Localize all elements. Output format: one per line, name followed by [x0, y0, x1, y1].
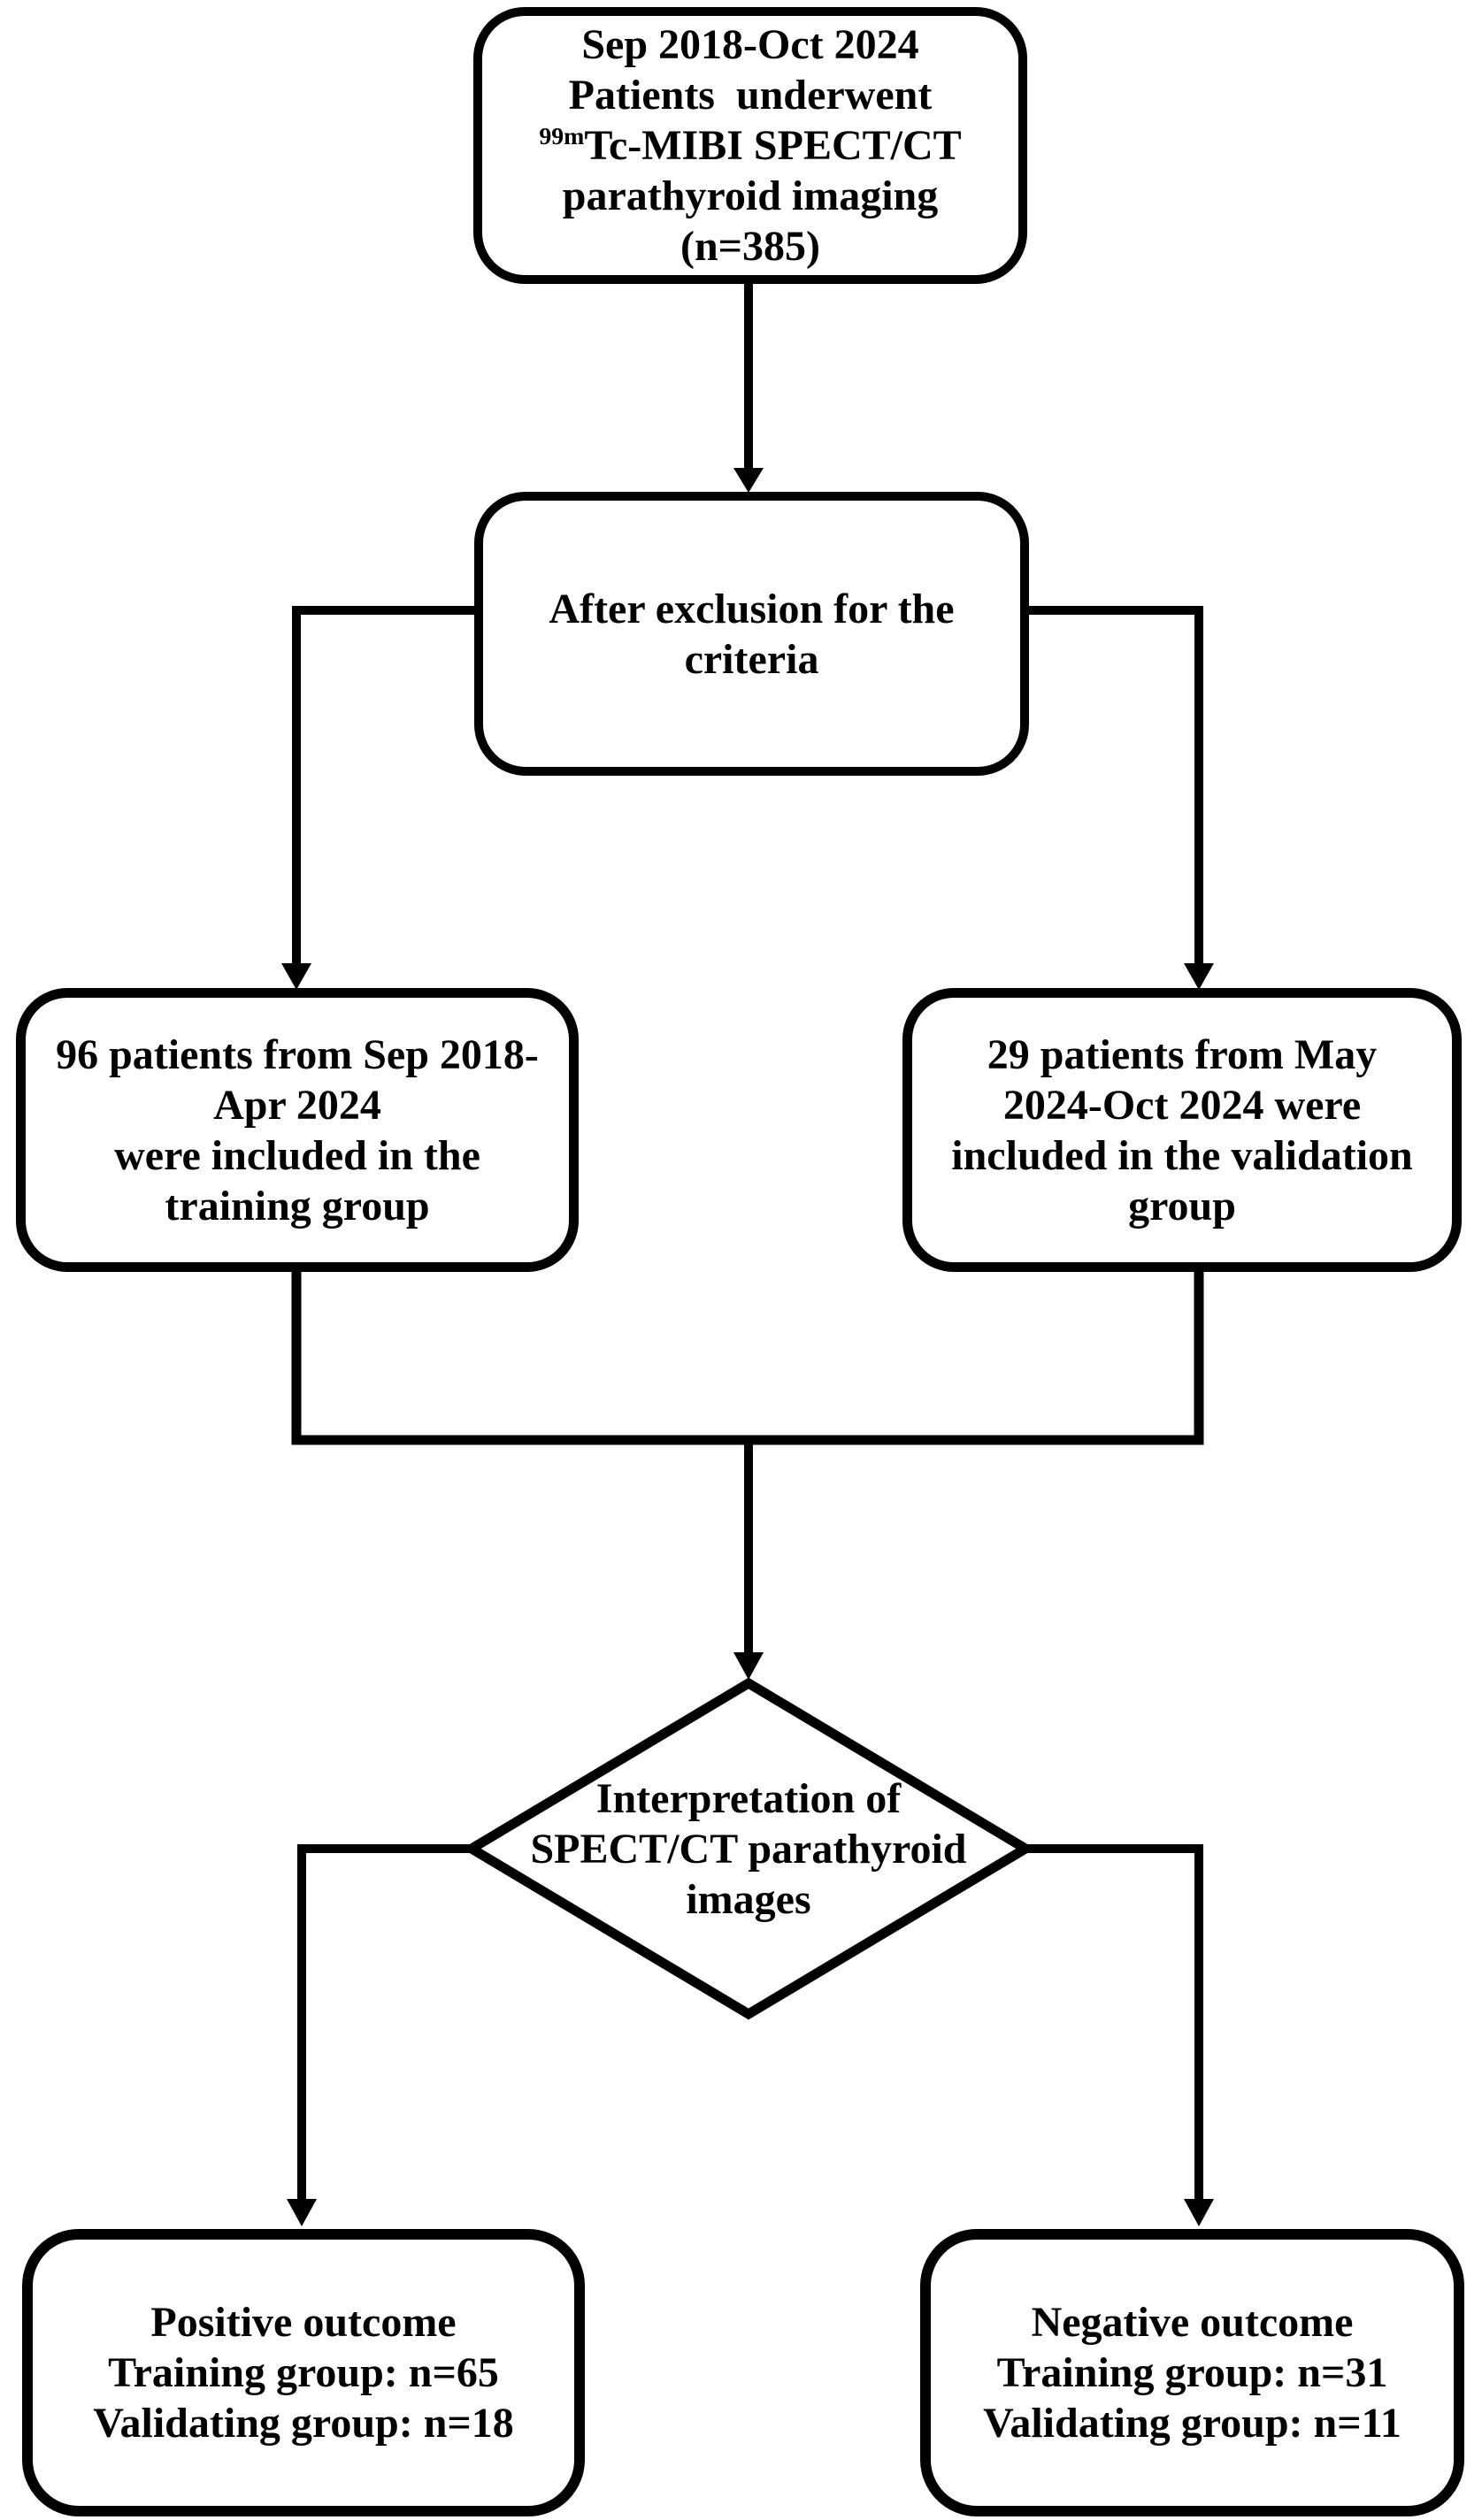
training-line-2: Apr 2024: [213, 1081, 381, 1129]
node-positive-outcome: Positive outcome Training group: n=65 Va…: [22, 2229, 585, 2516]
arrow-decision-to-negative: [1023, 1844, 1203, 2201]
start-line-5: (n=385): [680, 223, 820, 270]
exclusion-line-2: criteria: [684, 635, 819, 683]
validation-line-3: included in the validation: [951, 1131, 1413, 1179]
start-line-3: 99mTc-MIBI SPECT/CT: [539, 120, 961, 171]
arrowhead-decision-to-positive: [287, 2199, 317, 2226]
exclusion-line-1: After exclusion for the: [549, 585, 955, 632]
merge-line-training-validation: [291, 1270, 1204, 1445]
validation-line-4: group: [1128, 1182, 1236, 1229]
training-line-1: 96 patients from Sep 2018-: [56, 1030, 539, 1078]
node-exclusion: After exclusion for the criteria: [474, 492, 1029, 776]
arrow-exclusion-to-training: [292, 606, 478, 965]
validation-line-2: 2024-Oct 2024 were: [1002, 1081, 1362, 1129]
decision-line-2: SPECT/CT parathyroid: [530, 1825, 967, 1873]
isotope-superscript: 99m: [539, 123, 585, 150]
start-line-4: parathyroid imaging: [562, 172, 939, 219]
arrowhead-start-to-exclusion: [733, 468, 764, 493]
start-line-2: Patients underwent: [568, 72, 933, 119]
arrow-decision-to-positive: [297, 1844, 474, 2201]
isotope-rest: Tc-MIBI SPECT/CT: [584, 122, 962, 169]
decision-diamond: [462, 1677, 1035, 2020]
decision-line-1: Interpretation of: [595, 1774, 902, 1822]
arrowhead-decision-to-negative: [1184, 2199, 1214, 2226]
node-validation: 29 patients from May 2024-Oct 2024 were …: [902, 988, 1462, 1272]
training-line-4: training group: [165, 1182, 430, 1229]
training-line-3: were included in the: [114, 1131, 480, 1179]
positive-line-1: Positive outcome: [150, 2299, 457, 2346]
arrow-exclusion-to-validation: [1025, 606, 1203, 965]
positive-line-2: Training group: n=65: [108, 2349, 499, 2396]
node-decision-label: Interpretation of SPECT/CT parathyroid i…: [483, 1771, 1014, 1926]
arrowhead-exclusion-to-validation: [1184, 963, 1214, 990]
node-negative-outcome: Negative outcome Training group: n=31 Va…: [920, 2229, 1464, 2516]
validation-line-1: 29 patients from May: [987, 1030, 1378, 1078]
start-line-1: Sep 2018-Oct 2024: [581, 21, 919, 68]
node-training: 96 patients from Sep 2018- Apr 2024 were…: [16, 988, 579, 1272]
arrowhead-merge-to-decision: [733, 1652, 764, 1680]
decision-line-3: images: [686, 1875, 811, 1923]
node-start: Sep 2018-Oct 2024 Patients underwent 99m…: [473, 7, 1027, 284]
negative-line-1: Negative outcome: [1031, 2299, 1354, 2346]
arrowhead-exclusion-to-training: [281, 963, 311, 990]
negative-line-2: Training group: n=31: [996, 2349, 1388, 2396]
negative-line-3: Validating group: n=11: [983, 2400, 1401, 2447]
positive-line-3: Validating group: n=18: [93, 2400, 514, 2447]
